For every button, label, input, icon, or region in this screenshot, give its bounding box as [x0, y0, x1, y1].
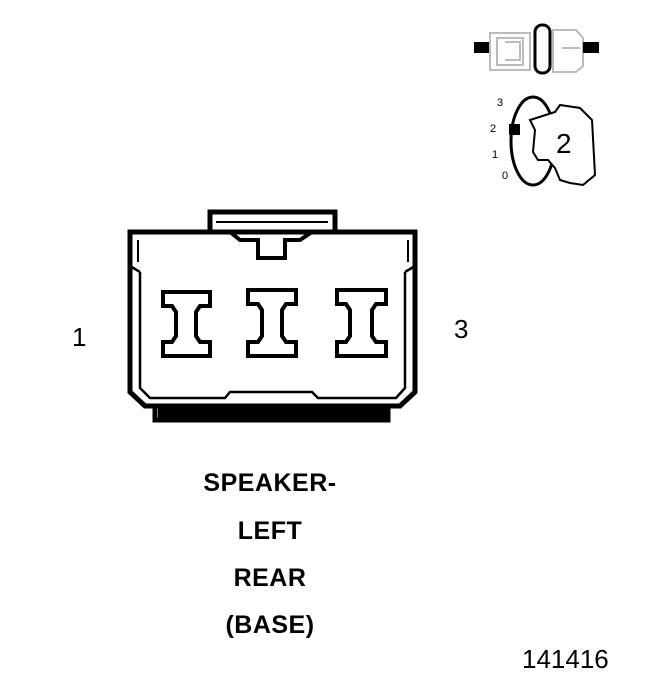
connector-latch — [207, 209, 338, 230]
inline-connector-view — [474, 23, 599, 75]
side-view-lock — [528, 103, 597, 187]
caption-line-2: LEFT — [237, 517, 303, 545]
caption-line-1: SPEAKER- — [203, 469, 337, 497]
pin-label-3: 3 — [454, 314, 469, 344]
terminal-cavity-3 — [335, 288, 388, 358]
connector-housing-inner — [138, 272, 407, 400]
side-position-label-2: 2 — [490, 123, 497, 135]
caption-line-4: (BASE) — [225, 611, 315, 639]
terminal-cavity-1 — [161, 290, 212, 358]
inline-right-body — [552, 29, 584, 73]
connector-bottom-shroud — [152, 406, 391, 423]
side-connector-view — [509, 95, 597, 187]
side-cavity-number: 2 — [556, 128, 572, 159]
side-position-label-0: 0 — [502, 170, 509, 182]
terminal-cavity-2 — [246, 288, 298, 358]
inline-right-terminal — [583, 42, 599, 53]
side-position-label-1: 1 — [492, 149, 499, 161]
side-position-label-3: 3 — [497, 97, 504, 109]
caption-line-3: REAR — [233, 564, 307, 592]
side-view-marker — [509, 124, 520, 135]
inline-seal-ring — [533, 23, 552, 75]
figure-id: 141416 — [522, 644, 609, 674]
inline-left-terminal — [474, 42, 490, 53]
inline-left-body — [489, 32, 531, 71]
connector-face — [127, 209, 418, 423]
pin-label-1: 1 — [72, 322, 87, 352]
